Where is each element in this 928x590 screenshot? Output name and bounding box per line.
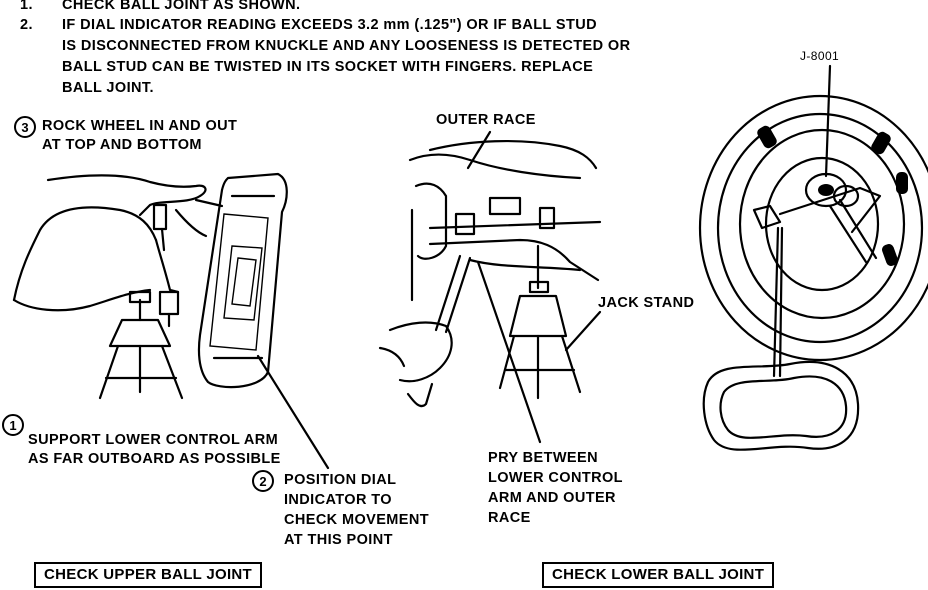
pry-line-4: RACE (488, 510, 531, 526)
step-3-badge: 3 (14, 116, 36, 138)
outer-race-label: OUTER RACE (436, 112, 536, 128)
step-2-line-4: AT THIS POINT (284, 532, 393, 548)
step-1-line-1: SUPPORT LOWER CONTROL ARM (28, 432, 279, 448)
step-3-line-2: AT TOP AND BOTTOM (42, 137, 202, 153)
note-2-line-4: BALL JOINT. (62, 80, 154, 96)
note-2-number: 2. (20, 17, 33, 33)
j8001-drawing (698, 64, 928, 451)
note-2-line-3: BALL STUD CAN BE TWISTED IN ITS SOCKET W… (62, 59, 594, 75)
note-1-text: CHECK BALL JOINT AS SHOWN. (62, 0, 301, 13)
note-1-number: 1. (20, 0, 33, 13)
note-2-line-1: IF DIAL INDICATOR READING EXCEEDS 3.2 mm… (62, 17, 597, 33)
step-1-badge: 1 (2, 414, 24, 436)
upper-check-drawing (12, 172, 330, 470)
jack-stand-label: JACK STAND (598, 295, 695, 311)
lower-caption: CHECK LOWER BALL JOINT (542, 562, 775, 588)
step-2-line-2: INDICATOR TO (284, 492, 392, 508)
upper-caption: CHECK UPPER BALL JOINT (34, 562, 263, 588)
step-2-badge: 2 (252, 470, 274, 492)
pry-line-1: PRY BETWEEN (488, 450, 598, 466)
pry-line-2: LOWER CONTROL (488, 470, 623, 486)
step-2-line-3: CHECK MOVEMENT (284, 512, 429, 528)
step-1-line-2: AS FAR OUTBOARD AS POSSIBLE (28, 451, 281, 467)
pry-line-3: ARM AND OUTER (488, 490, 616, 506)
step-3-line-1: ROCK WHEEL IN AND OUT (42, 118, 238, 134)
note-2-line-2: IS DISCONNECTED FROM KNUCKLE AND ANY LOO… (62, 38, 631, 54)
tool-label: J-8001 (800, 49, 840, 63)
step-2-line-1: POSITION DIAL (284, 472, 397, 488)
lower-check-drawing (378, 130, 602, 444)
